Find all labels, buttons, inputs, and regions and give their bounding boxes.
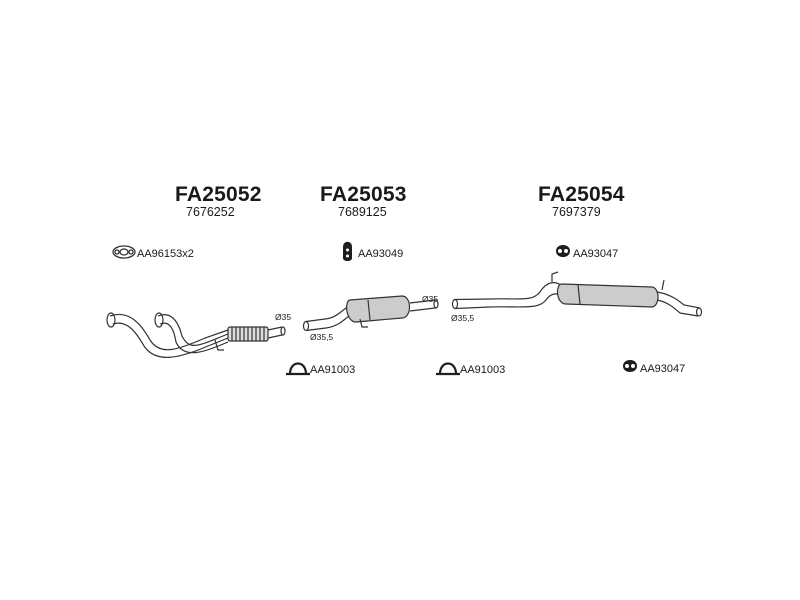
rubber-mount-rear-icon bbox=[556, 245, 570, 257]
diameter-label-1: Ø35 bbox=[275, 312, 292, 322]
diameter-label-4: Ø35,5 bbox=[451, 313, 475, 323]
clamp-b-label: AA91003 bbox=[460, 364, 506, 376]
mount-rear-label: AA93047 bbox=[573, 248, 619, 260]
middle-silencer-assembly bbox=[302, 295, 439, 332]
gasket-label: AA96153x2 bbox=[137, 248, 194, 260]
clamp-a-label: AA91003 bbox=[310, 364, 356, 376]
part-code-fa25052: FA25052 bbox=[175, 183, 262, 206]
gasket-icon bbox=[112, 245, 136, 259]
diameter-label-3: Ø35 bbox=[422, 294, 439, 304]
rear-silencer-assembly bbox=[451, 271, 703, 317]
part-number-7689125: 7689125 bbox=[338, 205, 387, 219]
clamp-a-icon bbox=[286, 362, 310, 376]
mount-tail-label: AA93047 bbox=[640, 363, 686, 375]
part-number-7676252: 7676252 bbox=[186, 205, 235, 219]
diameter-label-2: Ø35,5 bbox=[310, 332, 334, 342]
front-pipe-assembly bbox=[106, 312, 286, 358]
part-code-fa25054: FA25054 bbox=[538, 183, 625, 206]
rubber-mount-front-icon bbox=[343, 241, 352, 261]
rubber-mount-tail-icon bbox=[623, 360, 637, 372]
part-code-fa25053: FA25053 bbox=[320, 183, 407, 206]
clamp-b-icon bbox=[436, 362, 460, 376]
part-number-7697379: 7697379 bbox=[552, 205, 601, 219]
mount-front-label: AA93049 bbox=[358, 248, 404, 260]
